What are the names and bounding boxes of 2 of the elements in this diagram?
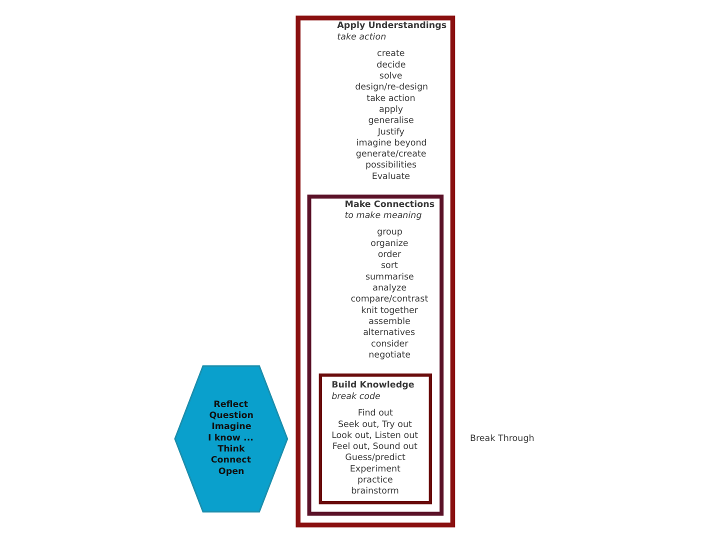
node-box: Build Knowledge break code Find out Seek out, Try out Look out, Listen out Feel out, Sound out Guess/predict Experiment practice brainstorm [318,374,432,504]
label: Break Through [470,434,534,444]
